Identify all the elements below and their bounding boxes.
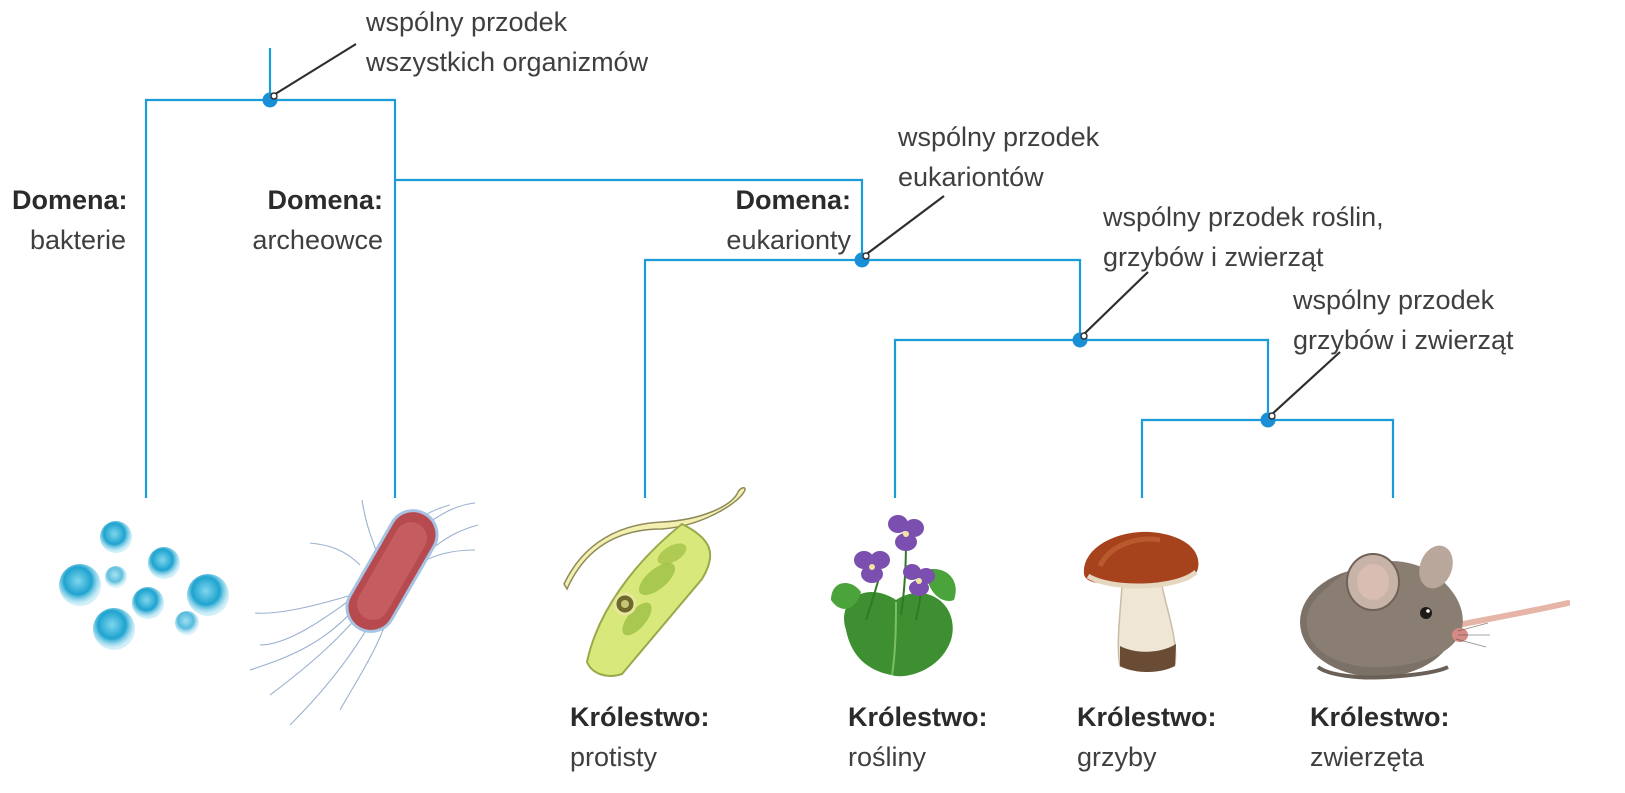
branch-fungi-animals xyxy=(1142,420,1393,498)
mushroom-icon xyxy=(1080,526,1205,674)
domain-label-eukaryotes: Domena: eukarionty xyxy=(700,180,851,260)
kingdom-label-protists: Królestwo: protisty xyxy=(570,697,710,777)
note-common-ancestor-plants-fungi-animals: wspólny przodek roślin, grzybów i zwierz… xyxy=(1103,197,1384,277)
kingdom-name: zwierzęta xyxy=(1310,737,1450,777)
kingdom-label-plants: Królestwo: rośliny xyxy=(848,697,988,777)
kingdom-name: rośliny xyxy=(848,737,988,777)
kingdom-label-animals: Królestwo: zwierzęta xyxy=(1310,697,1450,777)
note-line: wspólny przodek xyxy=(1293,280,1514,320)
violet-plant-icon xyxy=(826,510,966,680)
note-line: wspólny przodek xyxy=(366,2,648,42)
branch-eukaryotes xyxy=(645,260,1080,498)
domain-name: bakterie xyxy=(12,220,128,260)
note-line: grzybów i zwierząt xyxy=(1103,237,1384,277)
domain-name: eukarionty xyxy=(700,220,851,260)
domain-label-archaea: Domena: archeowce xyxy=(230,180,383,260)
domain-label-bacteria: Domena: bakterie xyxy=(12,180,128,260)
leader-plants-fa xyxy=(1082,272,1148,336)
note-common-ancestor-eukaryotes: wspólny przodek eukariontów xyxy=(898,117,1099,197)
note-common-ancestor-all: wspólny przodek wszystkich organizmów xyxy=(366,2,648,82)
archaea-rod-icon xyxy=(250,495,480,730)
leader-eukaryotes xyxy=(864,196,944,256)
kingdom-heading: Królestwo: xyxy=(848,697,988,737)
domain-heading: Domena: xyxy=(700,180,851,220)
domain-heading: Domena: xyxy=(230,180,383,220)
note-line: grzybów i zwierząt xyxy=(1293,320,1514,360)
leader-all xyxy=(272,44,356,96)
branch-root xyxy=(146,100,395,498)
bacteria-cocci-icon xyxy=(50,515,240,665)
domain-name: archeowce xyxy=(230,220,383,260)
note-line: eukariontów xyxy=(898,157,1099,197)
mouse-icon xyxy=(1298,527,1570,682)
leader-fungi-animals xyxy=(1270,352,1340,416)
note-line: wspólny przodek roślin, xyxy=(1103,197,1384,237)
kingdom-heading: Królestwo: xyxy=(570,697,710,737)
kingdom-name: grzyby xyxy=(1077,737,1217,777)
kingdom-heading: Królestwo: xyxy=(1077,697,1217,737)
kingdom-name: protisty xyxy=(570,737,710,777)
domain-heading: Domena: xyxy=(12,180,128,220)
note-line: wszystkich organizmów xyxy=(366,42,648,82)
kingdom-heading: Królestwo: xyxy=(1310,697,1450,737)
kingdom-label-fungi: Królestwo: grzyby xyxy=(1077,697,1217,777)
note-common-ancestor-fungi-animals: wspólny przodek grzybów i zwierząt xyxy=(1293,280,1514,360)
euglena-icon xyxy=(562,484,752,679)
note-line: wspólny przodek xyxy=(898,117,1099,157)
